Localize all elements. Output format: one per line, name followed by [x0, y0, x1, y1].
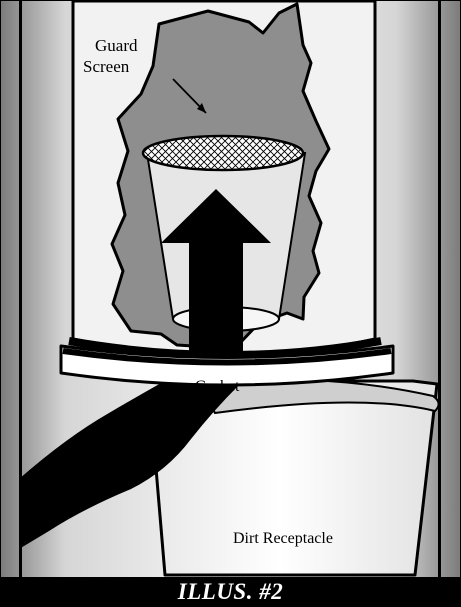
gasket-label: Gasket [195, 378, 240, 395]
right-frame-line [438, 1, 441, 579]
guard-screen-label-line2: Screen [83, 57, 130, 76]
footer-banner: ILLUS. #2 [1, 577, 460, 606]
guard-screen-label-line1: Guard [95, 36, 138, 55]
dirt-receptacle-label: Dirt Receptacle [233, 530, 333, 547]
illustration-title: ILLUS. #2 [178, 579, 283, 605]
guard-screen-mesh [143, 136, 303, 170]
